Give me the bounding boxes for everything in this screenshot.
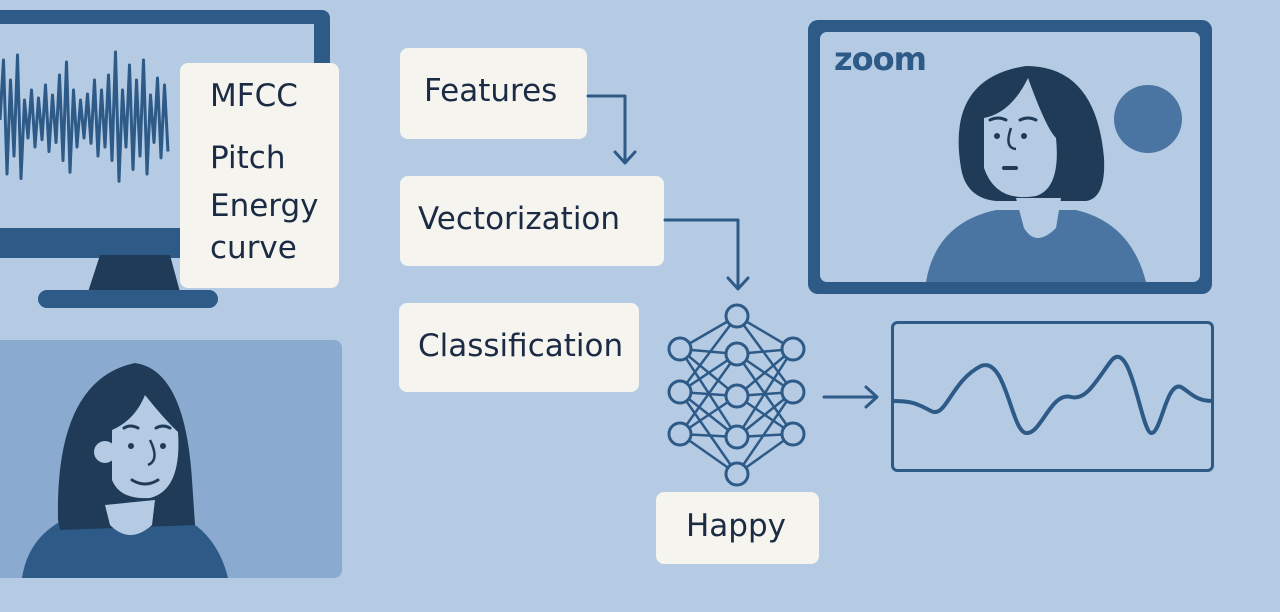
network-node <box>667 421 693 447</box>
network-node <box>667 379 693 405</box>
step-classification-label: Classification <box>418 328 624 364</box>
feature-list-card: MFCC Pitch Energy curve <box>180 63 339 288</box>
network-edge <box>679 315 738 393</box>
network-edge <box>735 315 795 393</box>
network-edge <box>678 391 739 475</box>
step-vectorization: Vectorization <box>400 176 664 266</box>
network-node <box>780 421 806 447</box>
result-card: Happy <box>656 492 819 564</box>
step-features-label: Features <box>424 73 558 109</box>
emotion-signal-curve <box>891 355 1214 435</box>
output-signal-panel <box>891 321 1214 472</box>
result-label: Happy <box>686 508 787 544</box>
feature-energy: Energy <box>210 188 319 224</box>
feature-mfcc: MFCC <box>210 78 298 114</box>
neural-network-icon <box>667 303 806 487</box>
network-node <box>667 336 693 362</box>
network-node <box>780 379 806 405</box>
monitor-base <box>38 290 218 308</box>
step-features: Features <box>400 48 587 139</box>
network-edge <box>735 391 795 475</box>
status-dot <box>1114 85 1182 153</box>
audio-waveform <box>0 50 170 183</box>
monitor-stand <box>88 255 180 292</box>
network-node <box>724 303 750 329</box>
feature-curve: curve <box>210 230 297 266</box>
network-node <box>724 383 750 409</box>
zoom-logo: zoom <box>834 40 927 78</box>
person-avatar-remote <box>926 66 1146 282</box>
zoom-call-window <box>808 20 1212 294</box>
arrow-features-to-vectorization <box>586 94 627 164</box>
arrowhead-right-icon <box>864 385 879 409</box>
arrowhead-down-icon <box>613 150 637 165</box>
network-node <box>780 336 806 362</box>
arrowhead-down-icon <box>726 276 750 291</box>
step-classification: Classification <box>399 303 639 392</box>
feature-pitch: Pitch <box>210 140 286 176</box>
network-edge <box>735 348 795 438</box>
network-node <box>724 461 750 487</box>
arrow-vectorization-to-network <box>663 218 740 290</box>
network-node <box>724 424 750 450</box>
network-edge <box>678 353 739 435</box>
network-node <box>724 341 750 367</box>
local-video-tile <box>0 340 342 578</box>
person-avatar-local <box>22 363 228 578</box>
step-vectorization-label: Vectorization <box>418 201 621 237</box>
